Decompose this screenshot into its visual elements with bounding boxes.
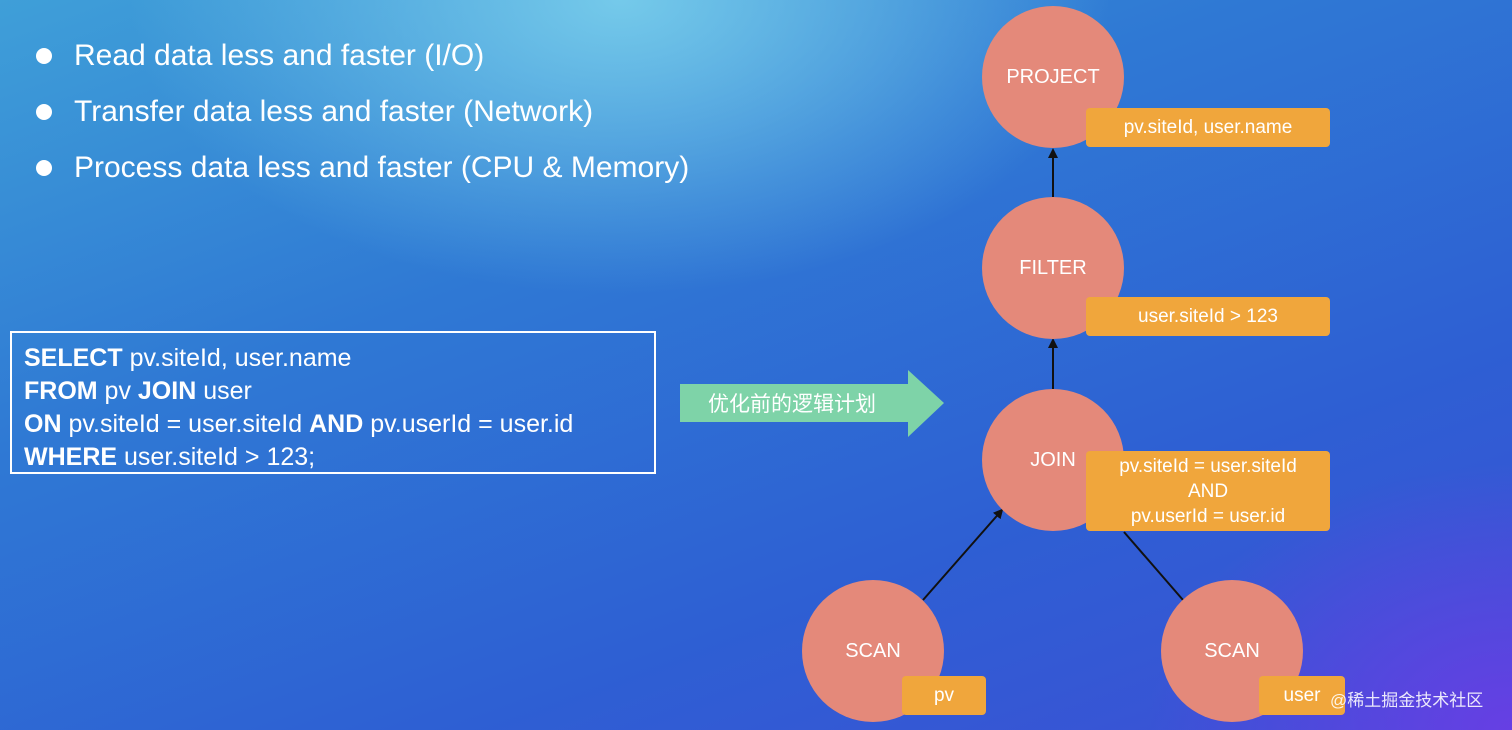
bullet-text: Transfer data less and faster (Network) bbox=[74, 95, 594, 128]
sql-keyword: SELECT bbox=[24, 344, 123, 372]
join-condition-line: AND bbox=[1187, 480, 1229, 502]
sql-keyword: ON bbox=[24, 410, 62, 438]
transform-arrow-icon bbox=[680, 370, 944, 437]
sql-text: pv bbox=[97, 377, 138, 405]
edge-scan-pv-to-join bbox=[922, 508, 1004, 601]
sql-query-box: SELECT pv.siteId, user.name FROM pv JOIN… bbox=[10, 331, 656, 474]
sql-text: pv.siteId = user.siteId bbox=[61, 410, 310, 438]
bullet-item-network: Transfer data less and faster (Network) bbox=[32, 84, 689, 140]
sql-keyword: AND bbox=[309, 410, 364, 438]
scan-user-table-tag: user bbox=[1259, 676, 1345, 715]
sql-line-where: WHERE user.siteId > 123; bbox=[24, 441, 642, 474]
node-label: PROJECT bbox=[1006, 65, 1100, 88]
bullet-dot-icon bbox=[36, 48, 52, 64]
bullet-text: Process data less and faster (CPU & Memo… bbox=[74, 151, 690, 184]
sql-keyword: JOIN bbox=[137, 377, 197, 405]
sql-text: pv.userId = user.id bbox=[363, 410, 574, 438]
sql-text: user bbox=[196, 377, 252, 405]
sql-keyword: FROM bbox=[24, 377, 98, 405]
bullet-item-io: Read data less and faster (I/O) bbox=[32, 28, 689, 84]
sql-line-on: ON pv.siteId = user.siteId AND pv.userId… bbox=[24, 408, 642, 441]
bullet-dot-icon bbox=[36, 104, 52, 120]
node-label: JOIN bbox=[1030, 448, 1076, 471]
node-label: SCAN bbox=[1204, 639, 1260, 662]
scan-pv-table-tag: pv bbox=[902, 676, 986, 715]
sql-text: user.siteId > 123; bbox=[117, 443, 316, 471]
edge-join-to-scan-user bbox=[1123, 531, 1184, 601]
bullet-list: Read data less and faster (I/O) Transfer… bbox=[32, 28, 689, 196]
sql-keyword: WHERE bbox=[24, 443, 118, 471]
join-condition-tag: pv.siteId = user.siteId AND pv.userId = … bbox=[1086, 451, 1330, 531]
bullet-item-cpu: Process data less and faster (CPU & Memo… bbox=[32, 140, 689, 196]
sql-line-select: SELECT pv.siteId, user.name bbox=[24, 342, 642, 375]
node-label: SCAN bbox=[845, 639, 901, 662]
sql-text: pv.siteId, user.name bbox=[122, 344, 352, 372]
project-columns-tag: pv.siteId, user.name bbox=[1086, 108, 1330, 147]
bullet-dot-icon bbox=[36, 160, 52, 176]
join-condition-line: pv.userId = user.id bbox=[1130, 505, 1286, 527]
filter-condition-tag: user.siteId > 123 bbox=[1086, 297, 1330, 336]
sql-line-from: FROM pv JOIN user bbox=[24, 375, 642, 408]
bullet-text: Read data less and faster (I/O) bbox=[74, 39, 485, 72]
watermark: @稀土掘金技术社区 bbox=[1330, 691, 1484, 710]
node-label: FILTER bbox=[1019, 256, 1087, 279]
transform-arrow-label: 优化前的逻辑计划 bbox=[708, 393, 876, 416]
join-condition-line: pv.siteId = user.siteId bbox=[1119, 455, 1297, 477]
